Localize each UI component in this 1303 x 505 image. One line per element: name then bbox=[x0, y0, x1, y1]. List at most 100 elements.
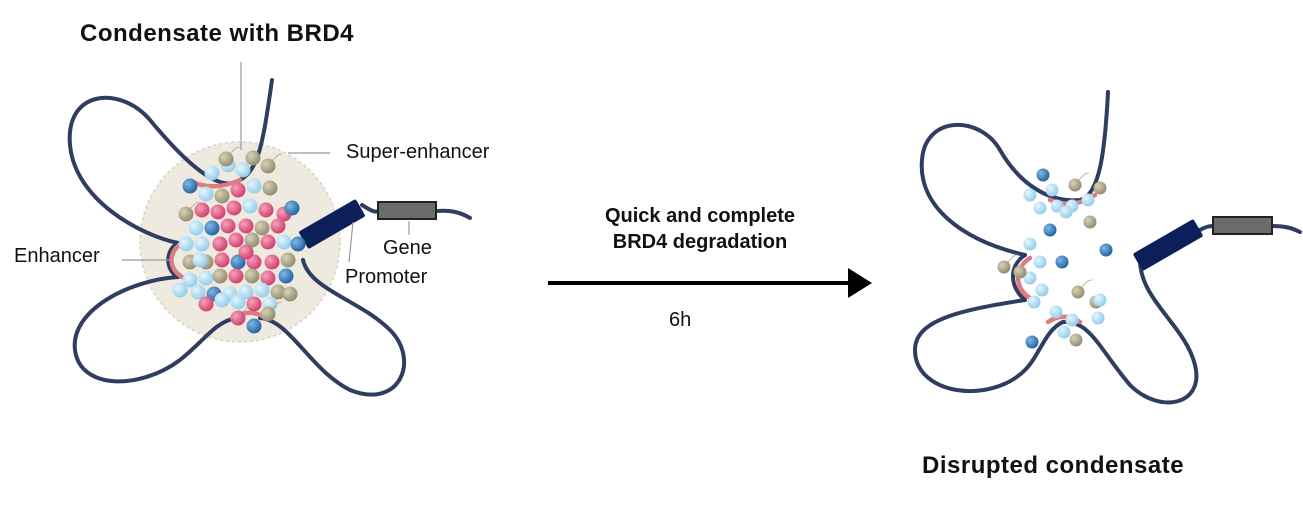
blue-protein-dot bbox=[1099, 243, 1113, 257]
khaki-protein-dot bbox=[212, 268, 228, 284]
blue-protein-dot bbox=[284, 200, 300, 216]
blue-protein-dot bbox=[246, 318, 262, 334]
brd4-dot bbox=[1057, 325, 1071, 339]
brd4-dot bbox=[190, 284, 206, 300]
blue-protein-dot bbox=[1025, 335, 1039, 349]
brd4-dot bbox=[182, 272, 198, 288]
leader-lines bbox=[122, 62, 410, 263]
pink-protein-dot bbox=[238, 218, 254, 234]
brd4-dot bbox=[1033, 201, 1047, 215]
khaki-protein-dot bbox=[1083, 215, 1097, 229]
super-enhancer-label: Super-enhancer bbox=[346, 141, 490, 163]
pink-protein-dot bbox=[230, 310, 246, 326]
blue-protein-dot bbox=[1055, 255, 1069, 269]
pink-protein-dot bbox=[264, 254, 280, 270]
brd4-dot bbox=[1065, 313, 1079, 327]
arrow-caption-line2: BRD4 degradation bbox=[612, 231, 788, 253]
pink-protein-dot bbox=[238, 244, 254, 260]
pink-protein-dot bbox=[226, 200, 242, 216]
brd4-dot bbox=[188, 220, 204, 236]
blue-protein-dot bbox=[1036, 168, 1050, 182]
khaki-protein-dot bbox=[244, 232, 260, 248]
brd4-dot bbox=[172, 282, 188, 298]
brd4-dot bbox=[1093, 293, 1107, 307]
arrow-head bbox=[848, 268, 872, 298]
brd4-dot bbox=[230, 294, 246, 310]
khaki-protein-dot bbox=[218, 151, 234, 167]
pink-protein-dot bbox=[210, 204, 226, 220]
brd4-dot bbox=[238, 284, 254, 300]
khaki-protein-dot bbox=[254, 220, 270, 236]
brd4-dot bbox=[246, 178, 262, 194]
brd4-dot bbox=[178, 236, 194, 252]
pink-protein-dot bbox=[246, 254, 262, 270]
promoter-box-left bbox=[299, 199, 365, 249]
pink-protein-dot bbox=[260, 234, 276, 250]
khaki-protein-dot bbox=[245, 150, 261, 166]
brd4-dot bbox=[235, 162, 251, 178]
brd4-dot bbox=[198, 270, 214, 286]
brd4-dot bbox=[1023, 271, 1037, 285]
brd4-dot bbox=[1049, 305, 1063, 319]
brd4-dot bbox=[194, 236, 210, 252]
gene-box-right bbox=[1212, 216, 1273, 235]
enhancer-label: Enhancer bbox=[14, 245, 100, 267]
pink-protein-dot bbox=[246, 296, 262, 312]
brd4-dot bbox=[1035, 283, 1049, 297]
blue-protein-dot bbox=[204, 220, 220, 236]
arrow-caption-line1: Quick and complete bbox=[604, 205, 796, 227]
khaki-protein-dot bbox=[214, 188, 230, 204]
pink-protein-dot bbox=[214, 252, 230, 268]
gene-box-left bbox=[377, 201, 437, 220]
right-title: Disrupted condensate bbox=[922, 452, 1185, 479]
pink-protein-dot bbox=[270, 218, 286, 234]
pink-protein-dot bbox=[230, 182, 246, 198]
brd4-dot bbox=[254, 282, 270, 298]
pink-protein-dot bbox=[260, 270, 276, 286]
pink-protein-dot bbox=[198, 296, 214, 312]
blue-protein-dot bbox=[182, 178, 198, 194]
promoter-label: Promoter bbox=[345, 266, 428, 288]
brd4-dot bbox=[192, 252, 208, 268]
brd4-dot bbox=[1059, 205, 1073, 219]
blue-protein-dot bbox=[1043, 223, 1057, 237]
pink-protein-dot bbox=[228, 268, 244, 284]
khaki-protein-dot bbox=[282, 286, 298, 302]
pink-protein-dot bbox=[258, 202, 274, 218]
brd4-dot bbox=[1023, 188, 1037, 202]
brd4-dot bbox=[198, 186, 214, 202]
khaki-protein-dot bbox=[260, 158, 276, 174]
brd4-dot bbox=[1081, 193, 1095, 207]
brd4-dot bbox=[1091, 311, 1105, 325]
brd4-dot bbox=[276, 234, 292, 250]
dna-strand-right bbox=[912, 90, 1302, 405]
khaki-protein-dot bbox=[1013, 265, 1027, 279]
khaki-protein-dot bbox=[270, 284, 286, 300]
brd4-dot bbox=[1045, 183, 1059, 197]
khaki-protein-dot bbox=[1071, 285, 1085, 299]
blue-protein-dot bbox=[290, 236, 306, 252]
pink-protein-dot bbox=[212, 236, 228, 252]
left-title: Condensate with BRD4 bbox=[80, 20, 355, 47]
khaki-protein-dot bbox=[244, 268, 260, 284]
blue-protein-dot bbox=[230, 254, 246, 270]
pink-protein-dot bbox=[194, 202, 210, 218]
khaki-protein-dot bbox=[260, 306, 276, 322]
time-label: 6h bbox=[669, 309, 692, 331]
khaki-protein-dot bbox=[1069, 333, 1083, 347]
brd4-dot bbox=[1027, 295, 1041, 309]
protein-cluster-left bbox=[172, 146, 306, 334]
pink-protein-dot bbox=[228, 232, 244, 248]
protein-cluster-right bbox=[997, 168, 1113, 349]
khaki-protein-dot bbox=[178, 206, 194, 222]
brd4-dot bbox=[1033, 255, 1047, 269]
gene-label: Gene bbox=[383, 237, 432, 259]
khaki-protein-dot bbox=[280, 252, 296, 268]
promoter-box-right bbox=[1133, 219, 1203, 271]
khaki-protein-dot bbox=[997, 260, 1011, 274]
khaki-protein-dot bbox=[1093, 181, 1107, 195]
khaki-protein-dot bbox=[1068, 178, 1082, 192]
khaki-protein-dot bbox=[262, 180, 278, 196]
